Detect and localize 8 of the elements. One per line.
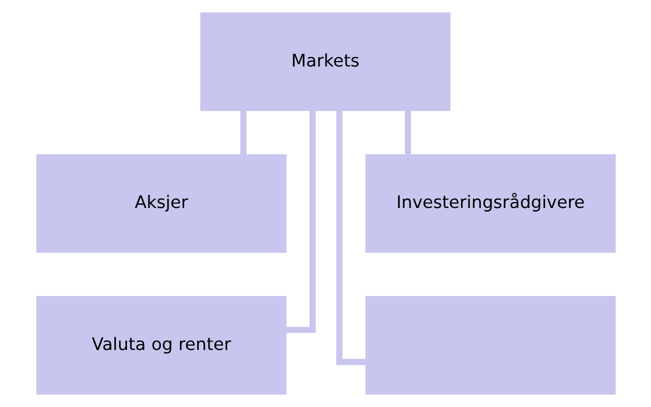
node-box: Investeringsrådgivere: [364, 154, 616, 253]
node-box: Valuta og renter: [36, 296, 286, 395]
connector: [240, 110, 246, 155]
node-box: Markets: [200, 12, 450, 112]
node-box: [364, 296, 616, 395]
connector: [404, 110, 411, 155]
connector: [285, 110, 316, 333]
node-box: Aksjer: [36, 154, 286, 253]
